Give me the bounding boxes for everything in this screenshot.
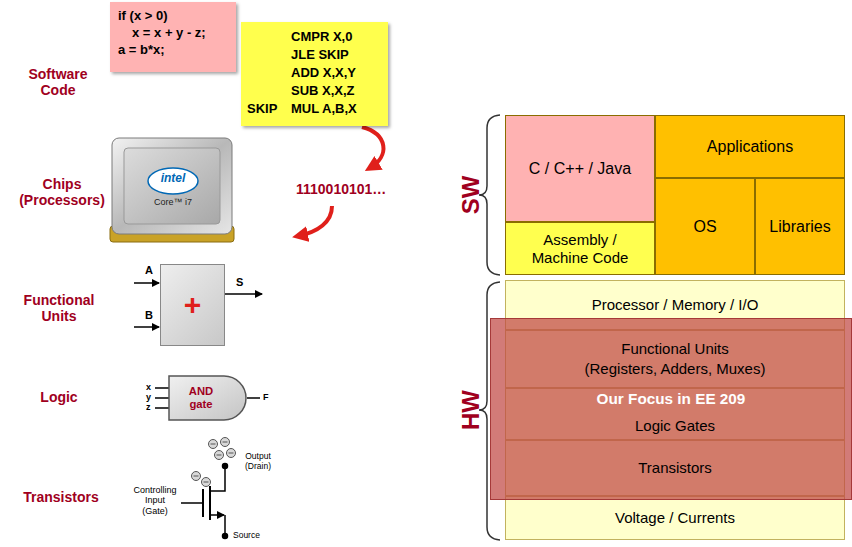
layer-box: Applications <box>655 115 845 178</box>
signal-name: x <box>146 382 151 392</box>
code-line: MUL A,B,X <box>291 100 357 118</box>
node-text: Applications <box>707 137 793 156</box>
code-line: ADD X,X,Y <box>291 64 356 82</box>
level-label: Transistors <box>6 489 116 505</box>
group-label: HW <box>458 390 484 430</box>
flow-arrow <box>362 127 383 168</box>
node-text: + <box>184 287 202 323</box>
node-text: Assembly / Machine Code <box>525 231 635 267</box>
code-note: if (x > 0)x = x + y - z;a = b*x; <box>110 2 236 72</box>
signal-name: z <box>146 402 151 412</box>
signal-name: S <box>236 276 243 289</box>
layer-box: C / C++ / Java <box>505 115 655 222</box>
pin-name: Controlling Input (Gate) <box>132 485 178 516</box>
node-text: Voltage / Currents <box>615 509 735 527</box>
chip-picture <box>110 138 234 242</box>
signal-name: y <box>146 392 151 402</box>
pin-name: Source <box>233 531 260 541</box>
node-text: Logic Gates <box>635 417 715 435</box>
signal-name: B <box>145 309 153 322</box>
adder-box: + <box>160 264 225 346</box>
layer-box: Libraries <box>755 178 845 275</box>
node-text: Libraries <box>769 217 830 236</box>
transistor-symbol <box>181 464 228 539</box>
chip-model: Core™ i7 <box>140 197 206 207</box>
level-label: Logic <box>10 389 108 405</box>
code-line: x = x + y - z; <box>132 24 206 41</box>
pin-name: Output (Drain) <box>236 452 280 472</box>
node-text: (Registers, Adders, Muxes) <box>585 360 766 378</box>
node-text: C / C++ / Java <box>529 159 631 178</box>
flow-arrow <box>298 206 332 236</box>
node-text: Processor / Memory / I/O <box>592 296 759 314</box>
code-line: SUB X,X,Z <box>291 82 355 100</box>
level-label: Software Code <box>12 66 104 98</box>
node-text: OS <box>693 217 716 236</box>
assembly-note: CMPR X,0JLE SKIPADD X,X,YSUB X,X,Z SKIP MU… <box>241 22 388 126</box>
code-line: JLE SKIP <box>291 46 349 64</box>
and-gate: AND gate <box>168 375 248 421</box>
code-line: if (x > 0) <box>118 7 168 24</box>
signal-name: F <box>263 392 269 402</box>
binary-code: 1110010101… <box>296 181 386 197</box>
layer-band: Voltage / Currents <box>505 496 845 540</box>
electron-symbols <box>192 438 236 487</box>
level-label: Chips (Processors) <box>4 176 120 208</box>
code-line: SKIP <box>247 100 277 118</box>
code-line: a = b*x; <box>118 41 165 58</box>
node-text: Functional Units <box>621 340 729 358</box>
node-text: Transistors <box>638 459 712 477</box>
code-line: CMPR X,0 <box>291 28 352 46</box>
signal-name: A <box>145 264 153 277</box>
group-label: SW <box>458 175 484 215</box>
node-text: AND gate <box>181 385 221 412</box>
layer-box: OS <box>655 178 755 275</box>
layer-box: Assembly / Machine Code <box>505 222 655 275</box>
level-label: Functional Units <box>10 292 108 324</box>
node-text: Our Focus in EE 209 <box>491 390 851 408</box>
chip-logo: intel <box>148 172 198 186</box>
